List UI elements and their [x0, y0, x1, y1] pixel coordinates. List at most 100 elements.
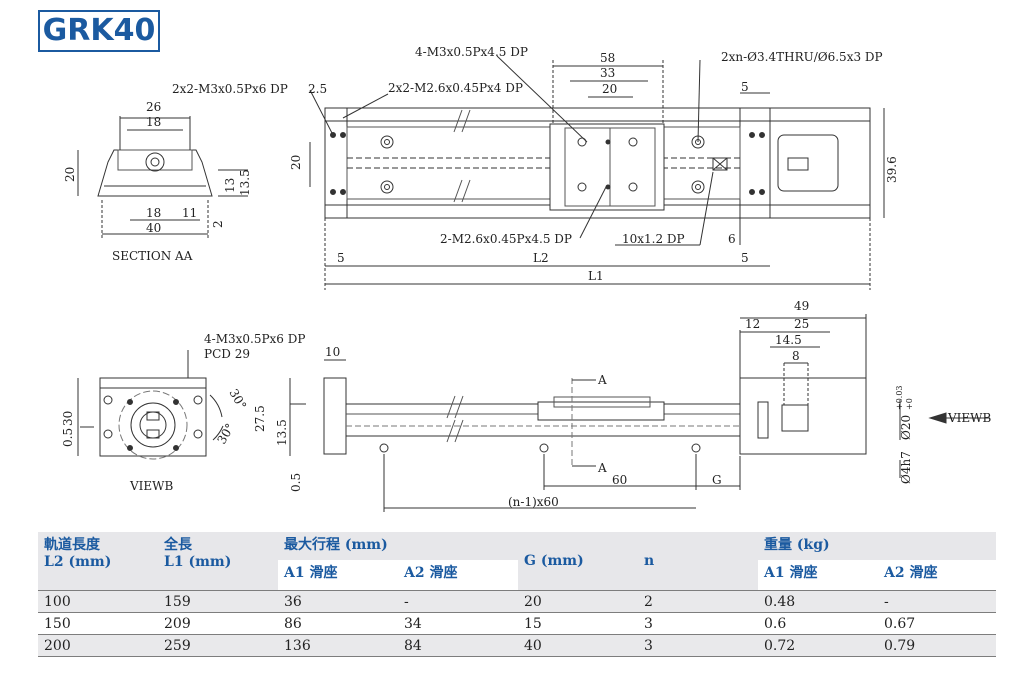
model-title-box: GRK40 — [38, 10, 160, 52]
sec-dim-26: 26 — [146, 100, 161, 114]
end-callout-tap: 4-M3x0.5Px6 DP — [204, 332, 305, 346]
side-tol-lower: +0 — [905, 398, 914, 410]
cell: 36 — [278, 590, 398, 613]
cell: 200 — [38, 634, 158, 657]
callout-tap-m26-bottom: 2-M2.6x0.45Px4.5 DP — [440, 232, 572, 246]
cell: 0.79 — [878, 634, 996, 657]
motor-flange-icon — [130, 402, 176, 448]
tap-hole-icon — [628, 137, 638, 147]
dim-l2: L2 — [533, 251, 549, 265]
dim-58: 58 — [600, 51, 615, 65]
cell: 159 — [158, 590, 278, 613]
cell: - — [398, 590, 518, 613]
side-carriage — [537, 401, 665, 421]
cell: 259 — [158, 634, 278, 657]
side-dim-49: 49 — [794, 299, 809, 313]
callout-slot: 10x1.2 DP — [622, 232, 685, 246]
side-dim-10: 10 — [325, 345, 340, 359]
side-dim-25: 25 — [794, 317, 809, 331]
sec-dim-13: 13 — [223, 178, 237, 193]
cell: 0.48 — [758, 590, 878, 613]
cell: 84 — [398, 634, 518, 657]
dim-20-top: 20 — [602, 82, 617, 96]
side-dim-13-5: 13.5 — [275, 419, 289, 446]
cell: 86 — [278, 612, 398, 635]
col-max-stroke: 最大行程 (mm) — [278, 532, 518, 560]
end-view-label: VIEWB — [129, 479, 174, 493]
end-view — [77, 350, 224, 460]
side-dim-60: 60 — [612, 473, 627, 487]
cell: 20 — [518, 590, 638, 613]
dim-l1: L1 — [588, 269, 604, 283]
cell: 136 — [278, 634, 398, 657]
cell: 150 — [38, 612, 158, 635]
dim-6: 6 — [728, 232, 736, 246]
view-arrow-icon — [928, 412, 947, 424]
cell: 3 — [638, 634, 758, 657]
sec-dim-2: 2 — [211, 220, 225, 228]
top-view — [309, 55, 885, 290]
side-motor-block — [739, 377, 867, 455]
section-mark-top: A — [597, 373, 607, 387]
sec-dim-11: 11 — [182, 206, 197, 220]
end-dim-0-5: 0.5 — [61, 428, 75, 447]
end-callout-pcd: PCD 29 — [204, 347, 250, 361]
cell: 3 — [638, 612, 758, 635]
col-g: G (mm) — [518, 532, 638, 591]
rail-hole-icon — [380, 135, 394, 149]
side-view-label: VIEWB — [947, 411, 992, 425]
dim-2-5: 2.5 — [308, 82, 327, 96]
cell: 209 — [158, 612, 278, 635]
sec-dim-18-bot: 18 — [146, 206, 161, 220]
dim-20-left: 20 — [289, 155, 303, 170]
end-angle-30-b: 30° — [214, 421, 237, 446]
callout-tap-m3-side: 2x2-M3x0.5Px6 DP — [172, 82, 288, 96]
end-block-outline — [99, 377, 207, 457]
cell: 0.6 — [758, 612, 878, 635]
table-row: 100 159 36 - 20 2 0.48 - — [38, 590, 996, 613]
col-weight-a1: A1 滑座 — [758, 560, 878, 591]
top-carriage — [549, 123, 665, 211]
table-row: 150 209 86 34 15 3 0.6 0.67 — [38, 612, 996, 635]
callout-tap-m26-side: 2x2-M2.6x0.45Px4 DP — [388, 81, 523, 95]
cell: 0.67 — [878, 612, 996, 635]
end-dim-30: 30 — [61, 411, 75, 426]
cell: 0.72 — [758, 634, 878, 657]
side-left-end — [323, 377, 347, 455]
side-dim-14-5: 14.5 — [775, 333, 802, 347]
callout-tap-m3-top: 4-M3x0.5Px4.5 DP — [415, 45, 528, 59]
rail-hole-icon — [380, 180, 394, 194]
top-body-outline — [324, 107, 871, 219]
cell: 40 — [518, 634, 638, 657]
side-dim-12: 12 — [745, 317, 760, 331]
table-row: 200 259 136 84 40 3 0.72 0.79 — [38, 634, 996, 657]
col-weight: 重量 (kg) — [758, 532, 996, 560]
col-rail-length: 軌道長度 L2 (mm) — [38, 532, 158, 591]
section-mark-bottom: A — [597, 461, 607, 475]
spec-table: 軌道長度 L2 (mm) 全長 L1 (mm) 最大行程 (mm) G (mm)… — [38, 532, 996, 657]
side-dim-0-5: 0.5 — [289, 473, 303, 492]
side-dim-g: G — [712, 473, 722, 487]
side-dim-8: 8 — [792, 349, 800, 363]
col-stroke-a1: A1 滑座 — [278, 560, 398, 591]
dim-5-right-top: 5 — [741, 80, 749, 94]
side-view — [289, 314, 990, 512]
section-outline — [97, 149, 213, 197]
section-view — [77, 116, 248, 240]
technical-drawing: 4-M3x0.5Px4.5 DP 2xn-Ø3.4THRU/Ø6.5x3 DP … — [61, 45, 992, 512]
cell: 15 — [518, 612, 638, 635]
side-dim-27-5: 27.5 — [253, 405, 267, 432]
callout-thru-hole: 2xn-Ø3.4THRU/Ø6.5x3 DP — [721, 50, 883, 64]
section-label: SECTION AA — [112, 249, 193, 263]
cell: 34 — [398, 612, 518, 635]
cell: - — [878, 590, 996, 613]
sec-dim-13-5: 13.5 — [238, 169, 252, 196]
sec-dim-18-top: 18 — [146, 115, 161, 129]
cell: 2 — [638, 590, 758, 613]
sec-dim-40: 40 — [146, 221, 161, 235]
col-full-length: 全長 L1 (mm) — [158, 532, 278, 591]
tap-hole-icon — [577, 137, 587, 147]
top-rail — [346, 126, 741, 200]
side-tol-upper: +0.03 — [895, 385, 904, 410]
col-stroke-a2: A2 滑座 — [398, 560, 518, 591]
